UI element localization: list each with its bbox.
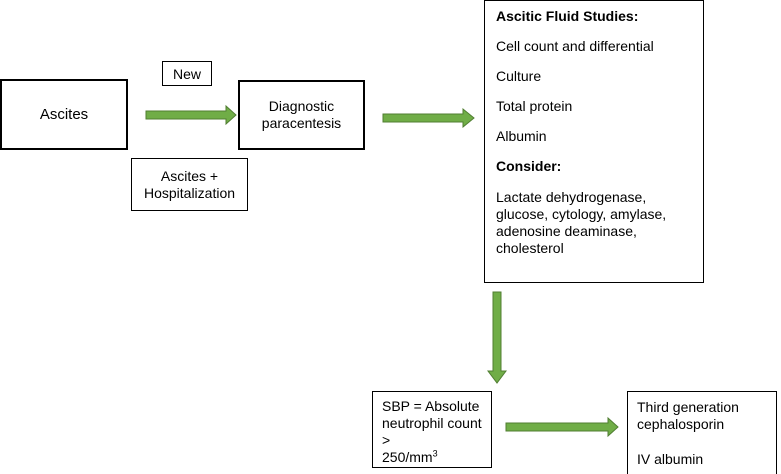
sbp-line-3: 250/mm3 bbox=[382, 449, 491, 466]
ascites-label: Ascites bbox=[39, 106, 89, 123]
ascites-node: Ascites bbox=[0, 79, 128, 150]
paracentesis-node: Diagnostic paracentesis bbox=[238, 80, 365, 150]
studies-item-culture: Culture bbox=[496, 68, 542, 84]
consider-list: Lactate dehydrogenase, glucose, cytology… bbox=[496, 189, 666, 257]
studies-item-albumin: Albumin bbox=[496, 128, 547, 144]
studies-heading: Ascitic Fluid Studies: bbox=[496, 8, 639, 24]
treatment-box: Third generation cephalosporin IV albumi… bbox=[627, 391, 777, 474]
arrow-sbp-to-treatment bbox=[505, 416, 619, 438]
arrow-ascites-to-paracentesis bbox=[145, 104, 237, 126]
arrow-studies-to-sbp bbox=[487, 291, 507, 384]
sbp-criteria-box: SBP = Absolute neutrophil count > 250/mm… bbox=[372, 391, 492, 468]
paracentesis-line-1: Diagnostic bbox=[268, 98, 335, 114]
consider-line-1: Lactate dehydrogenase, bbox=[496, 189, 647, 205]
consider-line-2: glucose, cytology, amylase, bbox=[496, 206, 667, 222]
new-label: New bbox=[172, 65, 201, 82]
paracentesis-line-2: paracentesis bbox=[261, 115, 342, 131]
consider-heading: Consider: bbox=[496, 158, 562, 174]
sbp-threshold: 250/mm bbox=[382, 449, 433, 465]
new-label-box: New bbox=[162, 61, 212, 86]
consider-line-3: adenosine deaminase, bbox=[496, 223, 637, 239]
hospitalization-line-1: Ascites + bbox=[160, 167, 219, 184]
sbp-line-1: SBP = Absolute bbox=[382, 398, 480, 414]
hospitalization-line-2: Hospitalization bbox=[143, 184, 236, 201]
hospitalization-label-box: Ascites + Hospitalization bbox=[131, 158, 248, 211]
treatment-drug: Third generation cephalosporin bbox=[637, 399, 739, 433]
arrow-paracentesis-to-studies bbox=[382, 107, 475, 129]
studies-item-total-protein: Total protein bbox=[496, 98, 573, 114]
sbp-line-2: neutrophil count > bbox=[382, 415, 482, 448]
ascitic-fluid-studies-box: Ascitic Fluid Studies: Cell count and di… bbox=[484, 0, 704, 283]
treatment-line-1: Third generation bbox=[637, 399, 739, 415]
studies-item-cell-count: Cell count and differential bbox=[496, 38, 654, 54]
consider-line-4: cholesterol bbox=[496, 240, 564, 256]
treatment-albumin: IV albumin bbox=[637, 451, 704, 467]
treatment-line-2: cephalosporin bbox=[637, 416, 725, 432]
sbp-superscript: 3 bbox=[432, 448, 438, 459]
